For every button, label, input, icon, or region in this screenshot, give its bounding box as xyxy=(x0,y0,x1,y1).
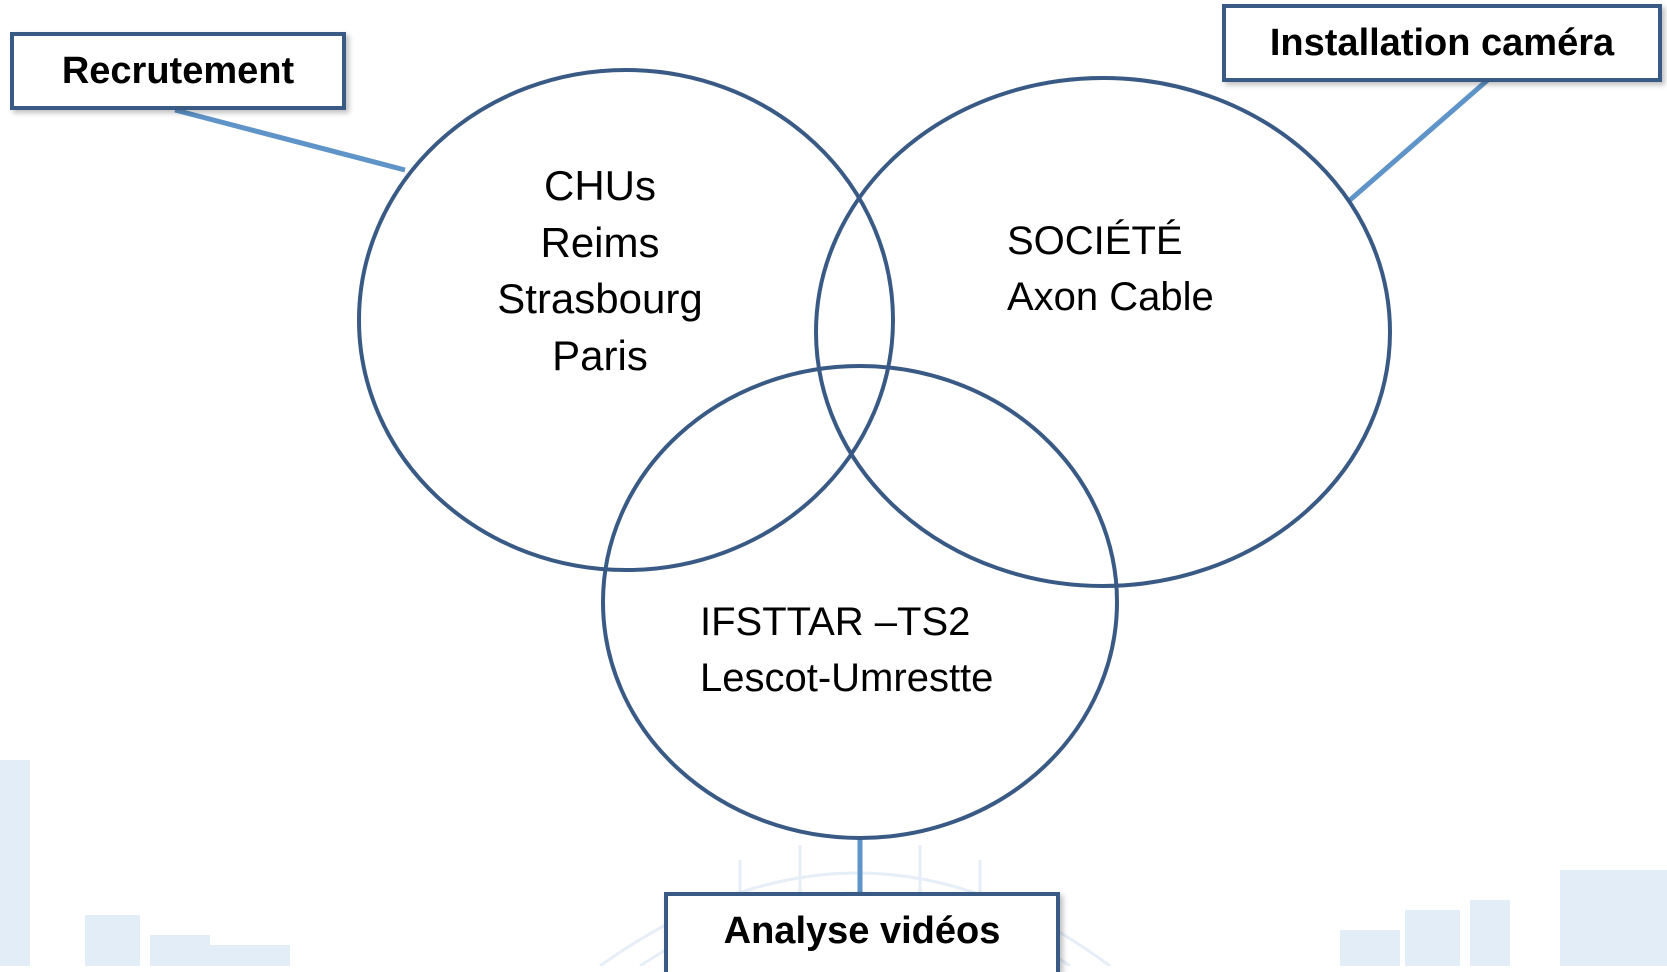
recruitment-label: Recrutement xyxy=(61,49,295,92)
research-line-1: IFSTTAR –TS2 xyxy=(700,600,971,644)
company-line-1: SOCIÉTÉ xyxy=(1007,219,1183,263)
camera-installation-label: Installation caméra xyxy=(1269,21,1615,64)
company-line-2: Axon Cable xyxy=(1007,275,1214,319)
research-text: IFSTTAR –TS2 Lescot-Umrestte xyxy=(700,594,993,706)
hospitals-line-1: CHUs xyxy=(544,162,656,209)
recruitment-label-box: Recrutement xyxy=(10,32,346,110)
research-line-2: Lescot-Umrestte xyxy=(700,656,994,700)
video-analysis-label-box: Analyse vidéos xyxy=(664,892,1060,972)
hospitals-line-4: Paris xyxy=(552,332,648,380)
hospitals-line-3: Strasbourg xyxy=(497,275,703,323)
video-analysis-label: Analyse vidéos xyxy=(723,909,1001,952)
hospitals-line-2: Reims xyxy=(540,218,660,266)
hospitals-text: CHUs Reims Strasbourg Paris xyxy=(465,158,735,385)
camera-installation-label-box: Installation caméra xyxy=(1222,4,1662,82)
circle-company xyxy=(814,76,1392,588)
circle-research xyxy=(601,364,1119,840)
company-text: SOCIÉTÉ Axon Cable xyxy=(1007,213,1214,325)
connector-camera xyxy=(1348,76,1492,202)
circle-hospitals xyxy=(357,68,895,572)
background-skyline xyxy=(0,760,1667,966)
connector-recruitment xyxy=(174,107,406,173)
